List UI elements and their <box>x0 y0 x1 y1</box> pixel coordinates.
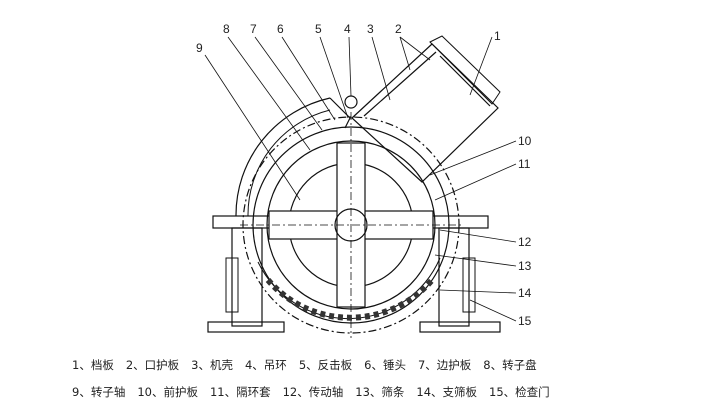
legend-item: 8、转子盘 <box>483 358 537 372</box>
callout-2: 2 <box>395 22 402 36</box>
legend-item: 9、转子轴 <box>72 385 126 399</box>
callout-14: 14 <box>518 286 532 300</box>
screen-bars <box>257 257 441 321</box>
callout-11: 11 <box>518 157 531 171</box>
feed-hopper <box>351 35 501 183</box>
legend-item: 5、反击板 <box>298 358 353 372</box>
hammer-crusher-drawing: 1 2 3 4 5 6 7 8 9 10 11 12 13 14 15 <box>196 22 532 338</box>
legend-item: 1、档板 <box>72 358 114 372</box>
legend-item: 2、口护板 <box>125 358 180 372</box>
callout-1: 1 <box>494 29 501 43</box>
callout-15: 15 <box>518 314 532 328</box>
legend-item: 6、锤头 <box>364 358 406 372</box>
callout-7: 7 <box>250 22 257 36</box>
callout-10: 10 <box>518 134 532 148</box>
legend-item: 10、前护板 <box>137 385 198 399</box>
legend-item: 7、边护板 <box>417 358 472 372</box>
callout-5: 5 <box>315 22 322 36</box>
legend-item: 15、检查门 <box>489 385 550 399</box>
legend-row-1: 1、档板 2、口护板 3、机壳 4、吊环 5、反击板 6、锤头 7、边护板 8、… <box>72 357 549 373</box>
legend-item: 14、支筛板 <box>416 385 478 399</box>
callout-9: 9 <box>196 41 203 55</box>
legend-row-2: 9、转子轴 10、前护板 11、隔环套 12、传动轴 13、筛条 14、支筛板 … <box>72 384 562 400</box>
casing <box>235 97 351 217</box>
legend-item: 3、机壳 <box>191 358 233 372</box>
legend-item: 4、吊环 <box>244 358 287 372</box>
legend-item: 11、隔环套 <box>209 385 271 399</box>
callout-3: 3 <box>367 22 374 36</box>
legend-item: 13、筛条 <box>355 385 405 399</box>
lifting-ring <box>344 95 358 109</box>
callout-6: 6 <box>277 22 284 36</box>
callout-13: 13 <box>518 259 532 273</box>
callout-8: 8 <box>223 22 230 36</box>
callout-4: 4 <box>344 22 351 36</box>
legend-item: 12、传动轴 <box>282 385 344 399</box>
rotor-assembly <box>240 112 462 338</box>
callout-12: 12 <box>518 235 532 249</box>
